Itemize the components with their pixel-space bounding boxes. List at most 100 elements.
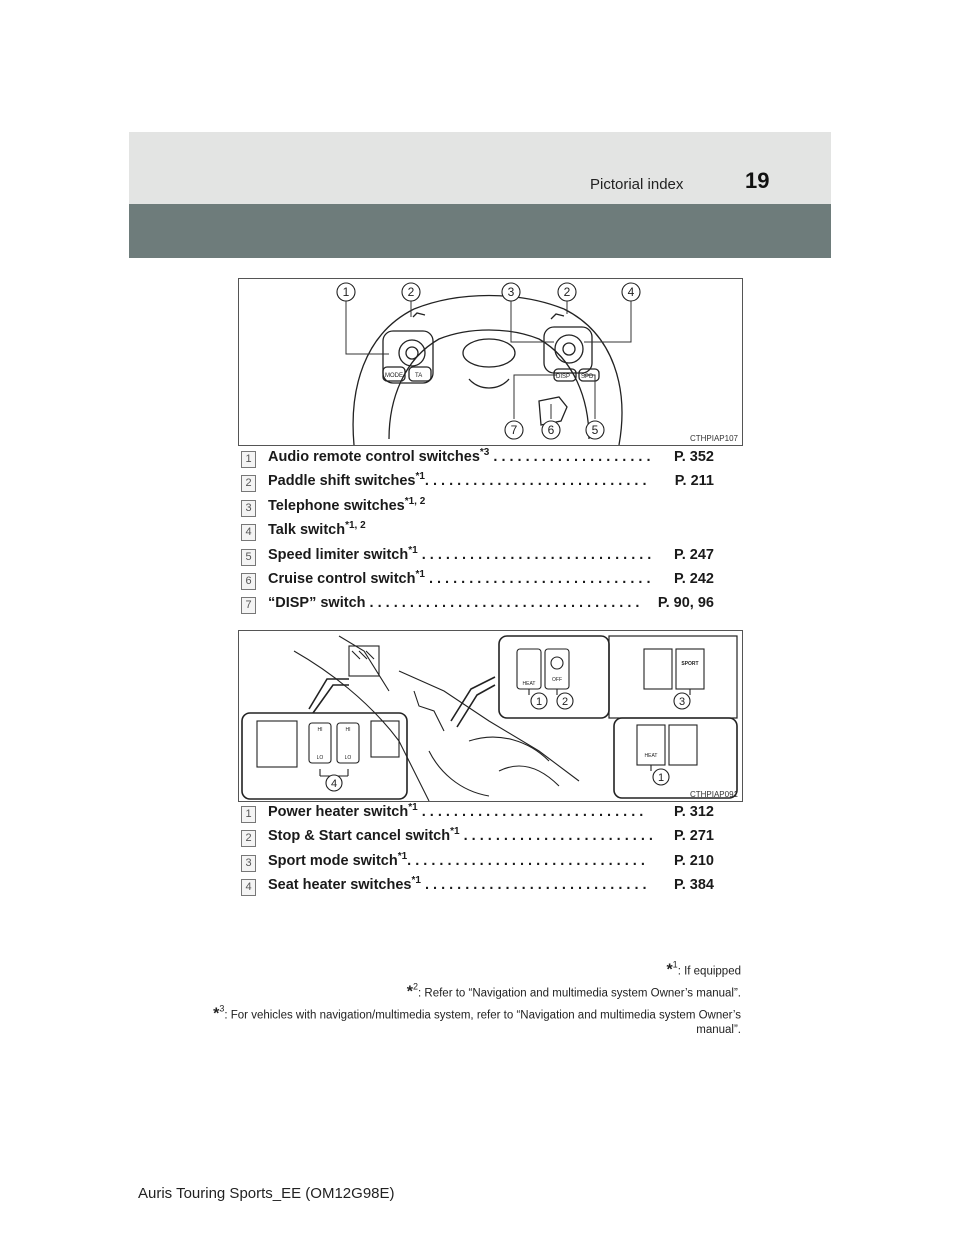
page-reference[interactable]: P. 242 [673,570,714,587]
figure-code: CTHPIAP107 [689,434,738,443]
off-label: OFF [552,677,562,683]
footnote-1: *1: If equipped [181,958,741,980]
item-number: 1 [241,451,256,468]
item-footnote-mark: *1 [411,875,421,887]
item-label: Stop & Start cancel switch [268,828,451,845]
page-reference[interactable]: P. 211 [674,473,714,490]
list-item: 6 Cruise control switch*1 . . . . . . . … [238,570,738,594]
item-footnote-mark: *1 [397,850,408,862]
list-item: 2 Paddle shift switches*1. . . . . . . .… [238,472,738,496]
item-label: Seat heater switches [268,877,412,894]
item-leader-dots: . . . . . . . . . . . . . . . . . . . . … [369,595,640,612]
item-number: 2 [241,830,256,848]
page-reference[interactable]: P. 247 [673,546,714,563]
spd-button-label: SPD [581,374,594,380]
item-number: 1 [241,806,256,823]
callout-5: 5 [592,423,599,437]
sport-label: SPORT [681,661,698,667]
ta-button-label: TA [415,373,422,379]
mode-button-label: MODE [385,373,403,379]
footnote-number: 1 [672,960,678,970]
footer-manual-id: Auris Touring Sports_EE (OM12G98E) [138,1185,395,1202]
item-label: “DISP” switch [268,595,366,612]
footnote-mark: * [666,961,673,979]
steering-wheel-figure: MODE TA DISP SPD 1 2 3 2 4 7 6 5 CTHPIAP… [238,278,743,446]
item-label: Telephone switches [268,497,405,514]
item-footnote-mark: *1, 2 [404,495,426,507]
footnote-text: : For vehicles with navigation/multimedi… [224,1008,741,1037]
item-number: 2 [241,475,256,493]
item-footnote-mark: *1 [415,569,425,581]
item-leader-dots: . . . . . . . . . . . . . . . . . . . . … [421,804,644,820]
steering-wheel-illustration: MODE TA DISP SPD 1 2 3 2 4 7 6 5 [336,282,641,445]
figure-code: CTHPIAP091 [689,790,738,799]
footnote-number: 3 [219,1003,225,1014]
callout-2: 2 [562,696,568,708]
page-reference[interactable]: P. 384 [673,877,714,894]
callout-4: 4 [331,778,337,790]
footnote-2: *2: Refer to “Navigation and multimedia … [181,980,741,1002]
page-reference[interactable]: P. 271 [673,828,714,845]
item-number: 6 [241,572,256,590]
callout-7: 7 [511,423,518,437]
center-console-figure: HEAT OFF SPORT HEAT HI LO HI LO 1 2 3 1 … [238,630,743,802]
list-item: 3 Telephone switches*1, 2 [238,495,738,521]
page-reference[interactable]: P. 312 [673,804,714,820]
callout-2b: 2 [564,285,571,299]
hi-label: HI [318,727,323,733]
list-item: 7 “DISP” switch . . . . . . . . . . . . … [238,594,738,618]
callout-6: 6 [548,423,555,437]
footnote-number: 2 [413,981,419,992]
item-footnote-mark: *1 [408,544,418,556]
item-label: Paddle shift switches [268,473,416,490]
page-number: 19 [745,168,770,193]
item-number: 4 [241,879,256,897]
list-item: 2 Stop & Start cancel switch*1 . . . . .… [238,827,738,851]
footnote-mark: * [406,983,413,1001]
header-band [129,132,831,204]
callout-1: 1 [343,285,350,299]
item-leader-dots: . . . . . . . . . . . . . . . . . . . . … [424,473,647,490]
list-item: 4 Talk switch*1, 2 [238,521,738,545]
footnotes: *1: If equipped *2: Refer to “Navigation… [181,958,741,1039]
item-leader-dots: . . . . . . . . . . . . . . . . . . . . … [463,828,653,845]
list-item: 3 Sport mode switch*1. . . . . . . . . .… [238,850,738,876]
heat-label-2: HEAT [645,753,658,759]
page-reference[interactable]: P. 90, 96 [657,595,714,612]
item-number: 3 [241,854,256,872]
footnote-text: : Refer to “Navigation and multimedia sy… [418,987,741,1000]
item-number: 3 [241,499,256,517]
item-label: Sport mode switch [268,852,398,869]
callout-3: 3 [679,696,685,708]
steering-switch-list: 1 Audio remote control switches*3 . . . … [238,448,738,619]
item-label: Audio remote control switches [268,449,480,465]
list-item: 1 Power heater switch*1 . . . . . . . . … [238,803,738,827]
item-leader-dots: . . . . . . . . . . . . . . . . . . . . … [424,877,647,894]
list-item: 4 Seat heater switches*1 . . . . . . . .… [238,876,738,900]
footnote-mark: * [213,1004,220,1022]
callout-3: 3 [508,285,515,299]
item-leader-dots: . . . . . . . . . . . . . . . . . . . . … [428,570,651,587]
item-label: Talk switch [268,522,346,539]
section-title: Pictorial index [590,176,684,193]
item-label: Cruise control switch [268,570,416,587]
item-footnote-mark: *1, 2 [345,520,366,532]
page-reference[interactable]: P. 352 [673,449,714,465]
item-leader-dots: . . . . . . . . . . . . . . . . . . . . [493,449,651,465]
list-item: 5 Speed limiter switch*1 . . . . . . . .… [238,544,738,570]
callout-4: 4 [628,285,635,299]
list-item: 1 Audio remote control switches*3 . . . … [238,448,738,472]
item-leader-dots: . . . . . . . . . . . . . . . . . . . . … [421,546,652,563]
console-switch-list: 1 Power heater switch*1 . . . . . . . . … [238,803,738,901]
footnote-3: *3: For vehicles with navigation/multime… [181,1002,741,1039]
item-footnote-mark: *3 [479,447,490,459]
item-footnote-mark: *1 [408,802,418,814]
disp-button-label: DISP [556,374,570,380]
item-number: 7 [241,597,256,615]
item-footnote-mark: *1 [450,826,460,838]
header-dark-band [129,204,831,258]
item-leader-dots: . . . . . . . . . . . . . . . . . . . . … [407,852,645,869]
lo-label: LO [317,755,324,761]
page-reference[interactable]: P. 210 [673,852,714,869]
footnote-text: : If equipped [677,965,741,978]
